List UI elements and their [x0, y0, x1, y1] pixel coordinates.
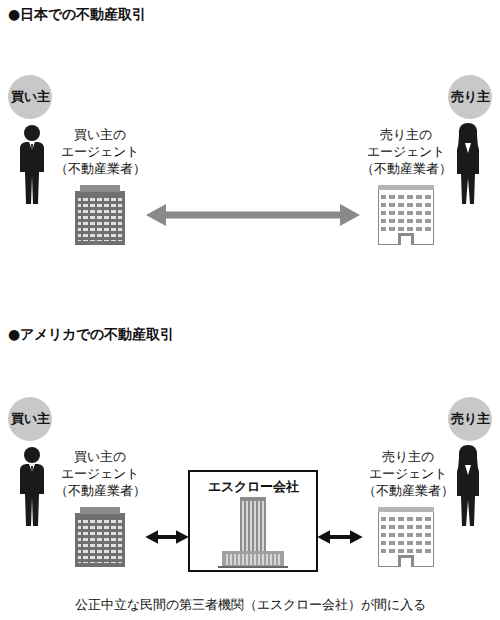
node-text: 売り主 [451, 410, 490, 428]
seller-figure [457, 445, 479, 526]
node-text: 買い主 [11, 88, 50, 106]
badge-fill [448, 397, 492, 441]
seller-figure [457, 123, 479, 204]
agent-node: 買い主の エージェント （不動産業者） [54, 448, 146, 570]
badge-fill [448, 75, 492, 119]
section-heading: ●アメリカでの不動産取引 [8, 326, 174, 344]
double-arrow [157, 535, 177, 539]
node-text: 売り主の エージェント （不動産業者） [360, 126, 452, 177]
office-building [75, 185, 125, 245]
role-badge: 買い主 [8, 397, 52, 441]
role-badge: 売り主 [448, 397, 492, 441]
node-text: エスクロー会社 [190, 478, 316, 496]
buyer-figure [20, 447, 44, 526]
double-arrow [329, 535, 351, 539]
agent-node: 買い主の エージェント （不動産業者） [54, 126, 146, 248]
escrow-box: エスクロー会社 [188, 470, 318, 572]
buyer-figure [20, 125, 44, 204]
node-text: 売り主の エージェント （不動産業者） [362, 448, 454, 499]
double-arrow [164, 212, 342, 219]
node-text: 買い主の エージェント （不動産業者） [54, 126, 146, 177]
escrow-building [218, 497, 288, 568]
caption: 公正中立な民間の第三者機関（エスクロー会社）が間に入る [0, 596, 500, 614]
role-badge: 売り主 [448, 75, 492, 119]
badge-fill [8, 397, 52, 441]
badge-fill [8, 75, 52, 119]
node-text: 買い主 [11, 410, 50, 428]
apartment-building [378, 507, 434, 567]
office-building [75, 507, 125, 567]
section-heading: ●日本での不動産取引 [8, 6, 146, 24]
agent-node: 売り主の エージェント （不動産業者） [360, 126, 452, 248]
node-text: 売り主 [451, 88, 490, 106]
apartment-building [378, 185, 434, 245]
role-badge: 買い主 [8, 75, 52, 119]
node-text: 買い主の エージェント （不動産業者） [54, 448, 146, 499]
agent-node: 売り主の エージェント （不動産業者） [362, 448, 454, 570]
